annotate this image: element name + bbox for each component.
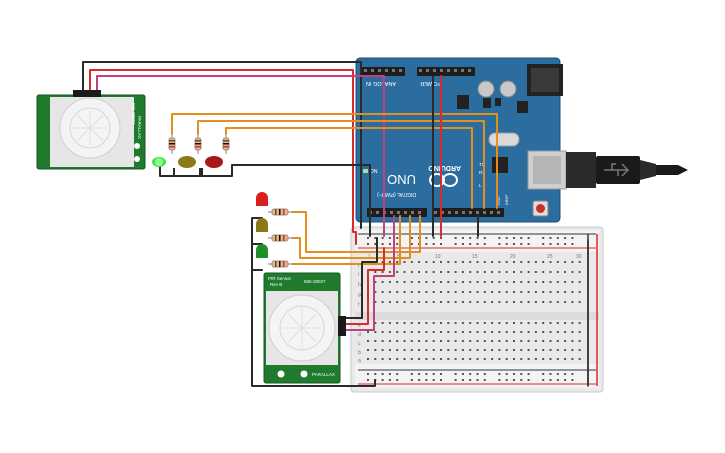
capacitor: [499, 80, 517, 98]
label-digital: DIGITAL (PWM~): [377, 191, 416, 197]
analog-header[interactable]: [362, 67, 405, 76]
column-number: 25: [547, 254, 553, 260]
pir-top-part: 555-28027: [131, 103, 136, 125]
label-analog-in: ANALOG IN: [366, 80, 396, 86]
row-letter: a: [358, 358, 361, 364]
wire-orange[interactable]: [291, 211, 421, 253]
row-letter: d: [358, 332, 361, 338]
label-l: L: [479, 183, 482, 188]
wire-orange[interactable]: [171, 113, 498, 209]
capacitor: [477, 80, 495, 98]
pir-top-brand: PARALLAX: [137, 116, 142, 139]
pir-sensor-top[interactable]: PIR Sensor 555-28027 PARALLAX: [18, 90, 146, 170]
led-green-bottom[interactable]: [256, 244, 268, 258]
column-number: 15: [472, 254, 478, 260]
label-rx: RX: [479, 170, 485, 175]
reset-button-icon[interactable]: [532, 200, 549, 217]
resistors-bottom: [268, 208, 294, 268]
wire-magenta[interactable]: [96, 75, 385, 237]
row-letter: f: [358, 302, 360, 308]
breadboard-holes: [367, 237, 581, 381]
resistors-top: [168, 134, 230, 154]
led-green-lit[interactable]: [152, 157, 166, 167]
wire-orange[interactable]: [197, 120, 485, 209]
wire-red[interactable]: [89, 69, 357, 245]
label-uno: UNO: [387, 172, 416, 187]
pir-bottom-rev: Rev B: [270, 282, 282, 287]
wire-magenta[interactable]: [341, 215, 395, 331]
pir-bottom-title: PIR Sensor: [268, 276, 292, 281]
power-header[interactable]: [417, 67, 475, 76]
pir-top-title: PIR Sensor: [18, 119, 23, 143]
wire-orange[interactable]: [291, 215, 411, 259]
usb-cable-icon[interactable]: [566, 152, 688, 188]
row-letter: b: [358, 350, 361, 356]
usb-port: [527, 150, 567, 190]
row-letter: g: [358, 292, 361, 298]
row-letter: i: [358, 272, 359, 278]
label-on: ON: [370, 169, 378, 175]
wire-orange[interactable]: [291, 215, 401, 265]
wire-black[interactable]: [341, 237, 378, 319]
pir-bottom-brand: PARALLAX: [312, 372, 335, 377]
led-yellow-top[interactable]: [178, 156, 196, 168]
label-tx: TX: [479, 162, 485, 167]
label-gnd: GND: [496, 196, 501, 205]
breadboard-row-letters-bottom: e d c b a: [358, 323, 361, 364]
row-letter: e: [358, 323, 361, 329]
pir-sensor-bottom[interactable]: PIR Sensor Rev B 555-28027 PARALLAX: [263, 272, 346, 384]
pir-bottom-part: 555-28027: [304, 279, 326, 284]
wire-red[interactable]: [341, 247, 385, 325]
wire-black[interactable]: [251, 217, 376, 387]
wire-black[interactable]: [159, 164, 371, 237]
led-red-top[interactable]: [205, 156, 223, 168]
column-number: 10: [435, 254, 441, 260]
row-letter: h: [358, 282, 361, 288]
arduino-logo-icon: [429, 173, 458, 187]
label-aref: AREF: [504, 194, 509, 205]
row-letter: c: [358, 341, 361, 347]
column-number: 30: [576, 254, 582, 260]
label-arduino: ARDUINO: [428, 164, 461, 171]
led-red-bottom[interactable]: [256, 192, 268, 206]
wires: [82, 61, 589, 387]
label-power: POWER: [420, 80, 441, 86]
digital-header-high[interactable]: [432, 208, 504, 217]
arduino-uno-board[interactable]: ANALOG IN POWER ARDUINO UNO DIGITAL (PWM…: [355, 57, 567, 223]
crystal: [488, 132, 520, 147]
column-number: 20: [510, 254, 516, 260]
led-yellow-bottom[interactable]: [256, 218, 268, 232]
wire-orange[interactable]: [225, 127, 473, 209]
dc-jack-icon: [527, 64, 563, 96]
wire-black[interactable]: [82, 61, 362, 229]
